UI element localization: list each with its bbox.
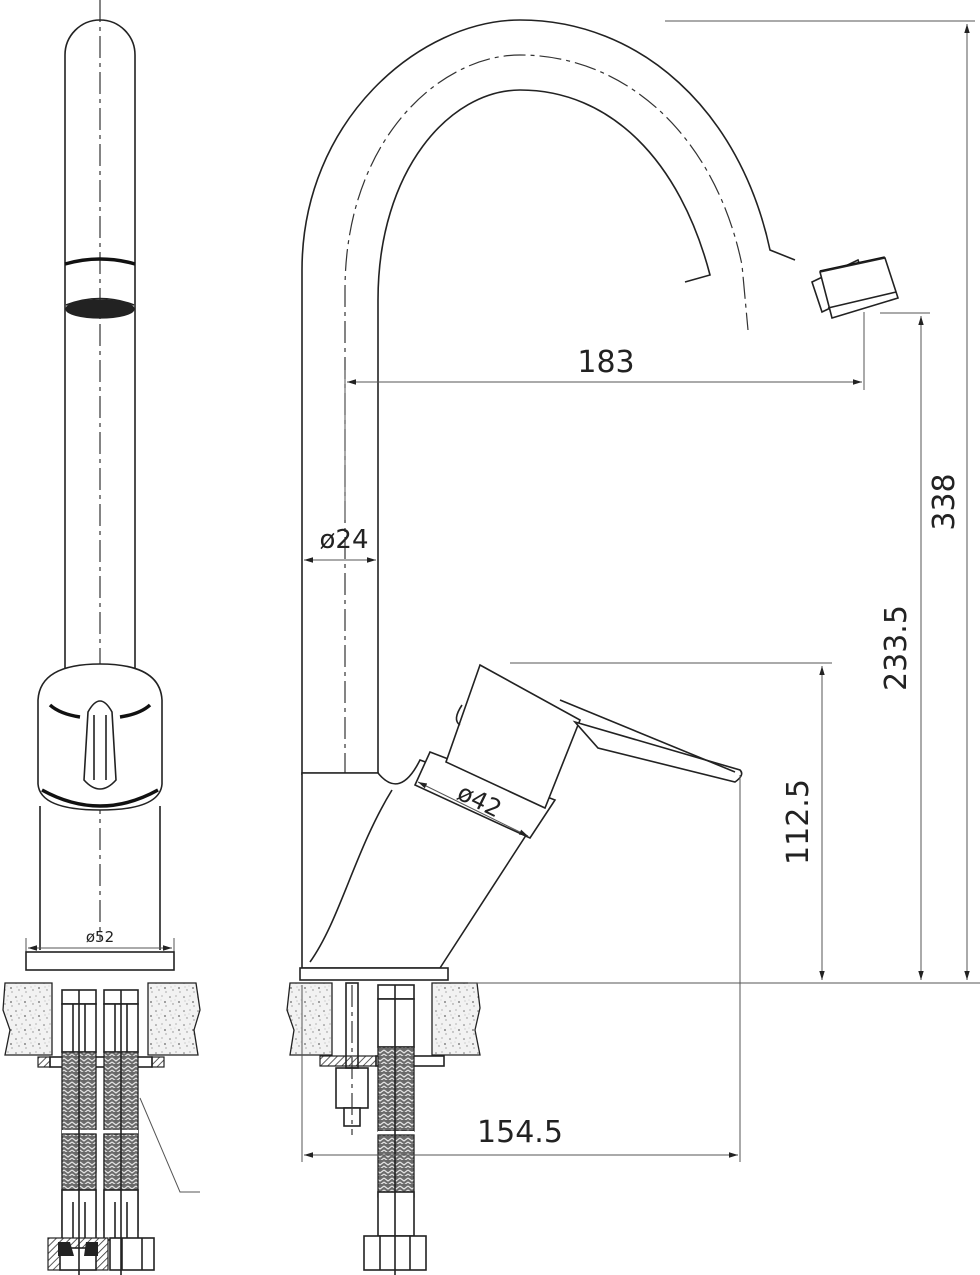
side-spout-centerline — [344, 54, 749, 775]
front-body — [39, 806, 161, 950]
dim-total-height: 338 — [927, 473, 962, 530]
side-spout-inner — [377, 89, 711, 775]
side-countertop-right — [431, 982, 481, 1056]
side-spout-outer — [301, 19, 796, 775]
side-handle-cap — [445, 663, 582, 810]
side-hose — [363, 984, 427, 1275]
front-spout-ring — [64, 257, 136, 266]
front-spout-tube — [64, 19, 136, 690]
dim-spout-diameter: ø24 — [320, 525, 369, 555]
side-countertop-left — [286, 982, 333, 1056]
front-fitting-nut — [109, 1237, 155, 1271]
front-leader-line — [139, 1097, 200, 1193]
dim-base-to-lever: 154.5 — [477, 1115, 563, 1150]
front-base-plate — [25, 951, 175, 971]
front-hoses — [47, 989, 155, 1275]
front-lever — [83, 700, 117, 790]
dim-base-diameter: ø52 — [86, 928, 114, 946]
front-countertop-right — [147, 982, 201, 1056]
side-base-plate — [299, 967, 449, 981]
front-countertop-left — [2, 982, 53, 1056]
side-spout-tip — [819, 257, 900, 320]
front-view: ø52 — [2, 0, 201, 1275]
dim-lever-height: 112.5 — [781, 779, 816, 865]
dim-spout-reach: 183 — [577, 345, 634, 380]
side-lever — [572, 720, 743, 783]
side-view: 183 ø24 ø42 — [286, 19, 980, 1275]
front-aerator — [65, 299, 135, 319]
dim-outlet-height: 233.5 — [879, 605, 914, 691]
